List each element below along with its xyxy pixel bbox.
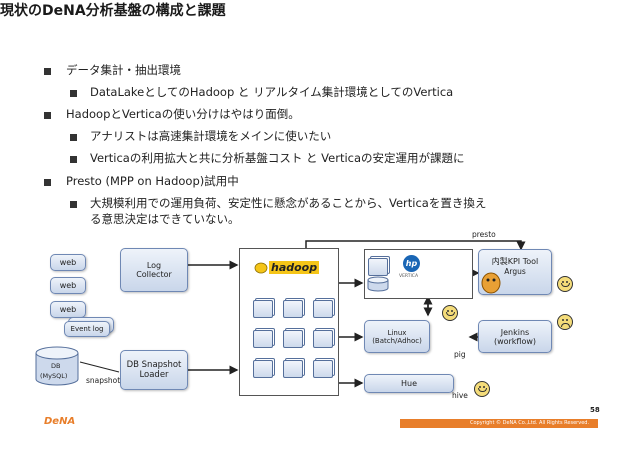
- bullet-2: HadoopとVerticaの使い分けはやはり面倒。: [66, 107, 300, 121]
- hadoop-node-icon: [313, 330, 333, 348]
- linux-label-2: (Batch/Adhoc): [372, 336, 422, 345]
- hue-label: Hue: [400, 379, 417, 388]
- eventlog-label: Event log: [70, 325, 104, 333]
- kpi-tool-label-2: Argus: [504, 267, 526, 276]
- db-snapshot-loader-label-1: DB Snapshot: [126, 360, 182, 370]
- presto-label: presto: [472, 230, 496, 239]
- bullet-3: Presto (MPP on Hadoop)試用中: [66, 174, 239, 188]
- kpi-tool-label-1: 内製KPI Tool: [491, 257, 539, 266]
- smile-face-icon: [474, 381, 490, 397]
- web-label: web: [59, 305, 77, 314]
- pig-label: pig: [454, 350, 466, 359]
- elephant-icon: [254, 262, 268, 274]
- web-box-2: web: [50, 277, 86, 294]
- log-collector-box: Log Collector: [120, 248, 188, 292]
- footer-bar: [400, 419, 598, 428]
- hadoop-node-icon: [253, 300, 273, 318]
- footer-logo: DeNA: [44, 416, 76, 427]
- log-collector-label-2: Collector: [136, 270, 172, 279]
- hadoop-node-icon: [283, 300, 303, 318]
- hp-logo-text: hp: [405, 259, 418, 268]
- copyright-text: Copyright © DeNA Co.,Ltd. All Rights Res…: [470, 420, 590, 426]
- bullet-marker: [70, 90, 77, 97]
- hadoop-node-icon: [283, 360, 303, 378]
- linux-label-1: Linux: [387, 328, 407, 337]
- bullet-marker: [44, 179, 51, 186]
- snapshot-label: snapshot: [86, 376, 121, 385]
- db-label-1: DB: [51, 362, 61, 370]
- sad-face-icon: [557, 314, 573, 330]
- smile-face-icon: [442, 305, 458, 321]
- bullet-1-1: DataLakeとしてのHadoop と リアルタイム集計環境としてのVerti…: [90, 85, 454, 99]
- jenkins-label-2: (workflow): [493, 336, 537, 346]
- hue-box: Hue: [364, 374, 454, 393]
- page-number: 58: [590, 406, 600, 414]
- bullet-marker: [70, 201, 77, 208]
- bullet-marker: [44, 112, 51, 119]
- hadoop-node-icon: [253, 330, 273, 348]
- web-box-1: web: [50, 254, 86, 271]
- bullet-2-2: Verticaの利用拡大と共に分析基盤コスト と Verticaの安定運用が課題…: [90, 151, 465, 165]
- bullet-marker: [70, 156, 77, 163]
- db-cylinder-icon: [35, 346, 79, 386]
- argus-mascot-icon: [481, 272, 501, 294]
- page-title: 現状のDeNA分析基盤の構成と課題: [0, 3, 226, 19]
- bullet-marker: [70, 134, 77, 141]
- hadoop-node-icon: [313, 360, 333, 378]
- hadoop-node-icon: [313, 300, 333, 318]
- web-label: web: [59, 258, 77, 267]
- hp-logo: hp: [403, 255, 420, 272]
- hadoop-logo: hadoop: [254, 261, 328, 277]
- vertica-logo: VERTICA: [399, 274, 419, 279]
- jenkins-box: Jenkins (workflow): [478, 320, 552, 353]
- log-collector-label-1: Log: [146, 261, 162, 270]
- hadoop-logo-text: hadoop: [269, 261, 320, 274]
- eventlog-box: Event log: [64, 321, 110, 337]
- web-box-3: web: [50, 301, 86, 318]
- linux-box: Linux (Batch/Adhoc): [364, 320, 430, 353]
- hadoop-node-icon: [283, 330, 303, 348]
- hive-label: hive: [452, 391, 468, 400]
- smile-face-icon: [557, 276, 573, 292]
- vertica-db-icon: [367, 276, 389, 292]
- jenkins-label-1: Jenkins: [500, 327, 530, 337]
- web-label: web: [59, 281, 77, 290]
- bullet-marker: [44, 68, 51, 75]
- db-snapshot-loader-box: DB Snapshot Loader: [120, 350, 188, 390]
- hadoop-node-icon: [253, 360, 273, 378]
- db-snapshot-loader-label-2: Loader: [139, 370, 169, 380]
- bullet-3-1: 大規模利用での運用負荷、安定性に懸念があることから、Verticaを置き換え: [90, 196, 487, 210]
- bullet-2-1: アナリストは高速集計環境をメインに使いたい: [90, 129, 332, 143]
- db-label-2: (MySQL): [40, 372, 68, 380]
- bullet-1: データ集計・抽出環境: [66, 63, 181, 77]
- bullet-3-1-cont: る意思決定はできていない。: [90, 212, 240, 226]
- vertica-node-icon: [368, 258, 388, 276]
